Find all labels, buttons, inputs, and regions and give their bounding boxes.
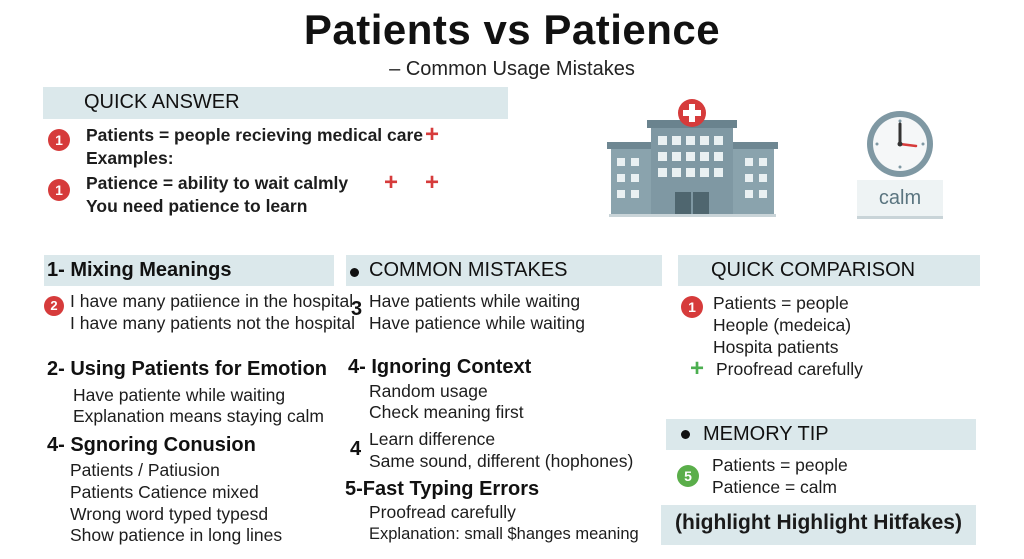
mixing-meanings-heading: 1- Mixing Meanings [47, 259, 232, 281]
quick-answer-heading: QUICK ANSWER [84, 91, 240, 113]
bullet-icon [681, 430, 690, 439]
red-cross-icon: + [425, 169, 440, 196]
page-subtitle: – Common Usage Mistakes [389, 58, 635, 80]
number-label: 3 [351, 298, 363, 320]
quick-answer-line: You need patience to learn [86, 196, 308, 216]
number-badge: 1 [48, 179, 70, 201]
calm-sign: calm [857, 180, 943, 219]
memory-tip-line: Patience = calm [712, 477, 837, 497]
common-mistakes-line: Have patients while waiting [369, 291, 581, 311]
quick-comparison-line: Heople (medeica) [713, 315, 852, 335]
number-badge: 5 [677, 465, 699, 487]
common-mistakes-heading: COMMON MISTAKES [369, 259, 568, 281]
context-line: Random usage [369, 381, 488, 401]
calm-sign-label: calm [878, 187, 922, 209]
highlight-text: (highlight Highlight Hitfakes) [675, 511, 962, 534]
typing-line: Proofread carefully [369, 502, 516, 522]
confusion-line: Show patience in long lines [70, 525, 283, 545]
red-cross-icon: + [425, 121, 440, 148]
confusion-line: Patients Catience mixed [70, 482, 259, 502]
emotion-heading: 2- Using Patients for Emotion [47, 358, 328, 380]
number-label: 4 [350, 438, 362, 460]
typing-heading: 5-Fast Typing Errors [345, 478, 540, 500]
quick-answer-line: Examples: [86, 148, 174, 168]
typing-line: Explanation: small $hanges meaning [369, 525, 639, 543]
page-title: Patients vs Patience [303, 6, 721, 53]
confusion-line: Patients / Patiusion [70, 460, 220, 480]
quick-answer-line: Patients = people recieving medical care [86, 125, 424, 145]
red-cross-icon: + [384, 169, 399, 196]
quick-answer-line: Patience = ability to wait calmly [86, 173, 349, 193]
memory-tip-heading: MEMORY TIP [703, 423, 829, 445]
number-badge: 2 [44, 296, 64, 316]
quick-comparison-heading: QUICK COMPARISON [711, 259, 916, 281]
memory-tip-band [666, 419, 976, 450]
memory-tip-line: Patients = people [712, 455, 848, 475]
clock-icon [867, 111, 933, 177]
quick-comparison-line: Patients = people [713, 293, 849, 313]
confusion-line: Wrong word typed typesd [70, 504, 269, 524]
mixing-meanings-line: I have many patients not the hospital [70, 313, 356, 333]
green-plus-icon: + [690, 355, 705, 382]
highlight-band [661, 505, 976, 545]
quick-comparison-line: Hospita patients [713, 337, 839, 357]
quick-comparison-band [678, 255, 980, 286]
emotion-line: Explanation means staying calm [73, 406, 324, 426]
common-mistakes-band [346, 255, 662, 286]
emotion-line: Have patiente while waiting [73, 385, 286, 405]
context-line: Learn difference [369, 429, 496, 449]
context-line: Check meaning first [369, 402, 524, 422]
confusion-heading: 4- Sgnoring Conusion [47, 434, 256, 456]
context-heading: 4- Ignoring Context [348, 356, 532, 378]
number-badge: 1 [48, 129, 70, 151]
hospital-icon [607, 99, 778, 217]
mixing-meanings-line: I have many patiience in the hospital [70, 291, 354, 311]
common-mistakes-line: Have patience while waiting [369, 313, 585, 333]
bullet-icon [350, 268, 359, 277]
quick-comparison-line: Proofread carefully [716, 359, 863, 379]
context-line: Same sound, different (hophones) [369, 451, 634, 471]
number-badge: 1 [681, 296, 703, 318]
quick-answer-band [43, 87, 508, 119]
mixing-meanings-band [44, 255, 334, 286]
